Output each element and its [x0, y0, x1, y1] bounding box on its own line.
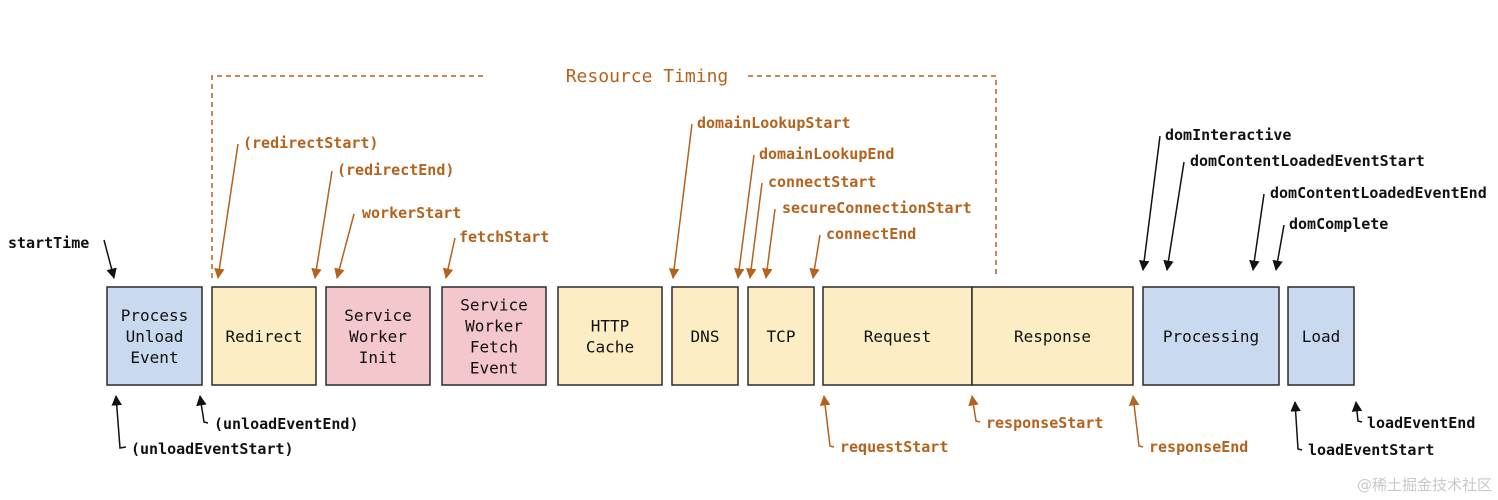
box-redirect-rect	[211, 286, 317, 386]
box-process-unload-event-label-line: Process	[121, 306, 188, 325]
box-redirect: Redirect	[211, 286, 317, 386]
box-http-cache-label-line: Cache	[586, 338, 634, 357]
arrow-domain-lookup-start	[668, 123, 693, 280]
arrow-request-start	[819, 394, 835, 448]
box-tcp-label-line: TCP	[767, 327, 796, 346]
label-dom-content-loaded-event-start: domContentLoadedEventStart	[1190, 152, 1425, 170]
box-process-unload-event-label-line: Unload	[126, 327, 184, 346]
arrow-connect-end	[809, 234, 821, 280]
resource-timing-title: Resource Timing	[566, 66, 729, 87]
arrow-connect-start	[745, 182, 763, 280]
label-unload-event-end: (unloadEventEnd)	[214, 415, 359, 433]
arrow-response-start	[968, 394, 981, 423]
box-response-label-line: Response	[1014, 327, 1091, 346]
box-dns-label-line: DNS	[691, 327, 720, 346]
label-dom-complete: domComplete	[1289, 215, 1388, 233]
box-service-worker-fetch-event-label-line: Service	[460, 296, 527, 315]
box-dns-rect	[671, 286, 739, 386]
box-service-worker-init-label-line: Worker	[349, 327, 407, 346]
box-tcp: TCP	[747, 286, 815, 386]
label-secure-connection-start: secureConnectionStart	[782, 199, 972, 217]
box-http-cache: HTTP Cache	[557, 286, 663, 386]
resource-timing-bracket: Resource Timing	[211, 66, 997, 278]
label-load-event-end: loadEventEnd	[1367, 414, 1475, 432]
label-request-start: requestStart	[840, 438, 948, 456]
arrow-response-end	[1128, 394, 1144, 448]
label-connect-end: connectEnd	[826, 225, 916, 243]
label-dom-interactive: domInteractive	[1165, 126, 1291, 144]
box-dns: DNS	[671, 286, 739, 386]
label-redirect-start: (redirectStart)	[243, 134, 378, 152]
label-worker-start: workerStart	[362, 204, 461, 222]
box-service-worker-fetch-event-label-line: Worker	[465, 317, 523, 336]
arrow-dom-complete	[1272, 224, 1285, 272]
box-processing-label-line: Processing	[1163, 327, 1259, 346]
arrow-load-event-start	[1290, 400, 1303, 451]
box-service-worker-fetch-event-label-line: Fetch	[470, 338, 518, 357]
label-domain-lookup-start: domainLookupStart	[697, 114, 851, 132]
arrow-worker-start	[334, 213, 355, 280]
label-response-start: responseStart	[986, 414, 1103, 432]
box-service-worker-fetch-event-label-line: Event	[470, 359, 518, 378]
bracket-left-segment	[211, 75, 486, 278]
arrow-unload-event-start	[111, 394, 127, 449]
box-http-cache-rect	[557, 286, 663, 386]
box-service-worker-init-rect	[325, 286, 431, 386]
box-service-worker-init-label-line: Service	[344, 306, 411, 325]
box-tcp-rect	[747, 286, 815, 386]
arrow-dom-interactive	[1138, 135, 1161, 272]
label-redirect-end: (redirectEnd)	[337, 161, 454, 179]
box-request-label-line: Request	[864, 327, 931, 346]
box-process-unload-event-rect	[106, 286, 203, 386]
box-load: Load	[1287, 286, 1355, 386]
label-unload-event-start: (unloadEventStart)	[131, 440, 294, 458]
label-start-time: startTime	[8, 234, 89, 252]
label-domain-lookup-end: domainLookupEnd	[759, 145, 894, 163]
label-load-event-start: loadEventStart	[1308, 441, 1434, 459]
watermark: @稀土掘金技术社区	[1357, 476, 1492, 494]
box-service-worker-fetch-event-rect	[441, 286, 547, 386]
box-service-worker-init-label-line: Init	[359, 348, 398, 367]
label-connect-start: connectStart	[768, 173, 876, 191]
arrow-dom-content-loaded-event-end	[1249, 193, 1265, 272]
arrow-dom-content-loaded-event-start	[1163, 161, 1185, 272]
arrow-domain-lookup-end	[734, 154, 755, 280]
box-http-cache-label-line: HTTP	[591, 317, 630, 336]
arrow-unload-event-end	[196, 394, 209, 424]
box-processing: Processing	[1142, 286, 1280, 386]
box-response: Response	[971, 286, 1134, 386]
label-response-end: responseEnd	[1149, 438, 1248, 456]
arrow-secure-connection-start	[762, 208, 776, 280]
label-dom-content-loaded-event-end: domContentLoadedEventEnd	[1270, 184, 1487, 202]
box-load-label-line: Load	[1302, 327, 1341, 346]
box-load-rect	[1287, 286, 1355, 386]
timing-arrows	[103, 123, 1363, 451]
timing-labels: startTime (redirectStart) (redirectEnd) wor…	[8, 114, 1487, 459]
arrow-fetch-start	[442, 237, 456, 280]
arrow-redirect-end	[311, 170, 333, 280]
box-request-rect	[822, 286, 973, 386]
arrow-redirect-start	[214, 143, 239, 280]
box-request: Request	[822, 286, 973, 386]
box-process-unload-event-label-line: Event	[130, 348, 178, 367]
label-fetch-start: fetchStart	[459, 228, 549, 246]
arrow-start-time	[103, 239, 117, 280]
box-processing-rect	[1142, 286, 1280, 386]
bracket-right-segment	[748, 75, 997, 278]
box-redirect-label-line: Redirect	[225, 327, 302, 346]
arrow-load-event-end	[1351, 400, 1363, 423]
box-response-rect	[971, 286, 1134, 386]
